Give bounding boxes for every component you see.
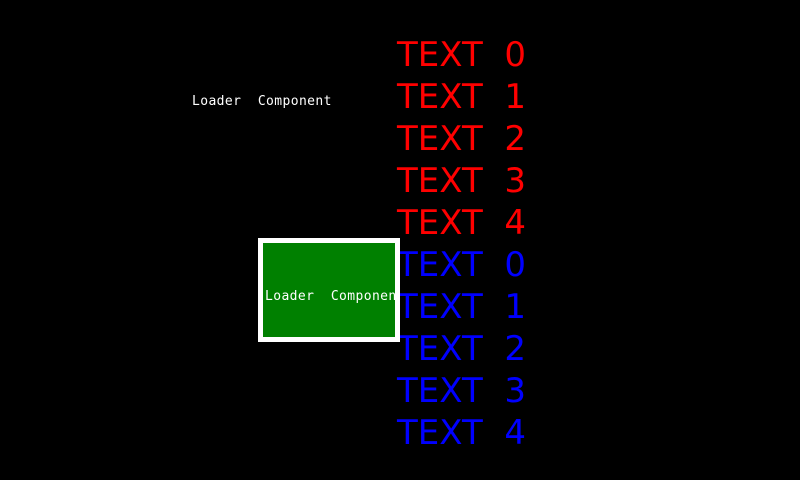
text-row: TEXT 1 [397,287,526,327]
loader-component-label: Loader Component [192,94,332,109]
panel-loader-label: Loader Component [265,289,400,304]
text-row: TEXT 2 [397,119,526,159]
text-row: TEXT 0 [397,35,526,75]
text-row: TEXT 3 [397,161,526,201]
text-row: TEXT 4 [397,203,526,243]
text-row: TEXT 3 [397,371,526,411]
text-row: TEXT 1 [397,77,526,117]
loader-component-panel: Loader Component [258,238,400,342]
text-row: TEXT 2 [397,329,526,369]
text-row: TEXT 0 [397,245,526,285]
text-row: TEXT 4 [397,413,526,453]
text-row-list: TEXT 0 TEXT 1 TEXT 2 TEXT 3 TEXT 4 TEXT … [397,34,597,454]
